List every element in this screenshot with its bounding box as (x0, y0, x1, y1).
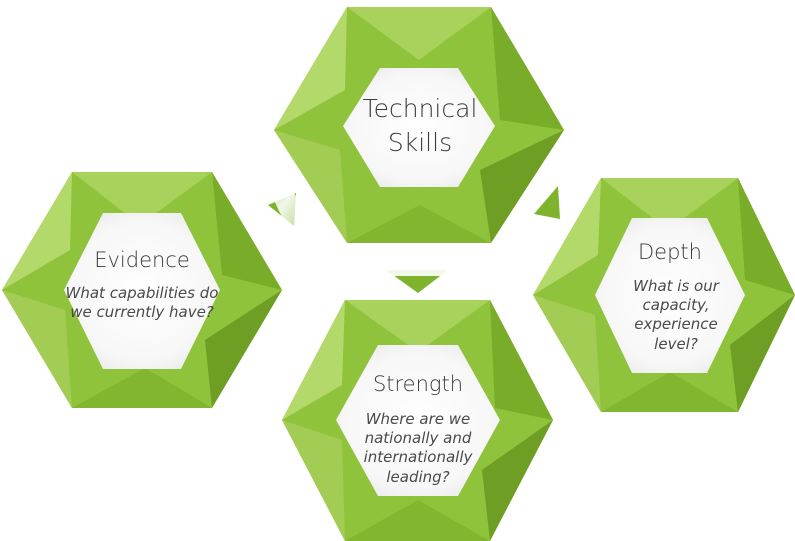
hexagon-title-strength: Strength (372, 372, 464, 396)
hexagon-title-technical-skills: Technical Skills (362, 94, 478, 157)
hexagon-title-depth: Depth (638, 240, 702, 264)
hexagon-technical-skills (274, 7, 564, 243)
hexagon-subtitle-depth: What is our capacity, experience level? (633, 277, 719, 353)
hexagon-subtitle-evidence: What capabilities do we currently have? (65, 284, 219, 322)
arrow-technical-to-depth (534, 186, 560, 219)
hexagon-evidence (2, 172, 282, 408)
hexagon-title-evidence: Evidence (94, 248, 190, 272)
hexagon-depth (533, 178, 795, 412)
hexagon-strength (282, 300, 553, 541)
hexagon-subtitle-strength: Where are we nationally and internationa… (363, 410, 473, 486)
